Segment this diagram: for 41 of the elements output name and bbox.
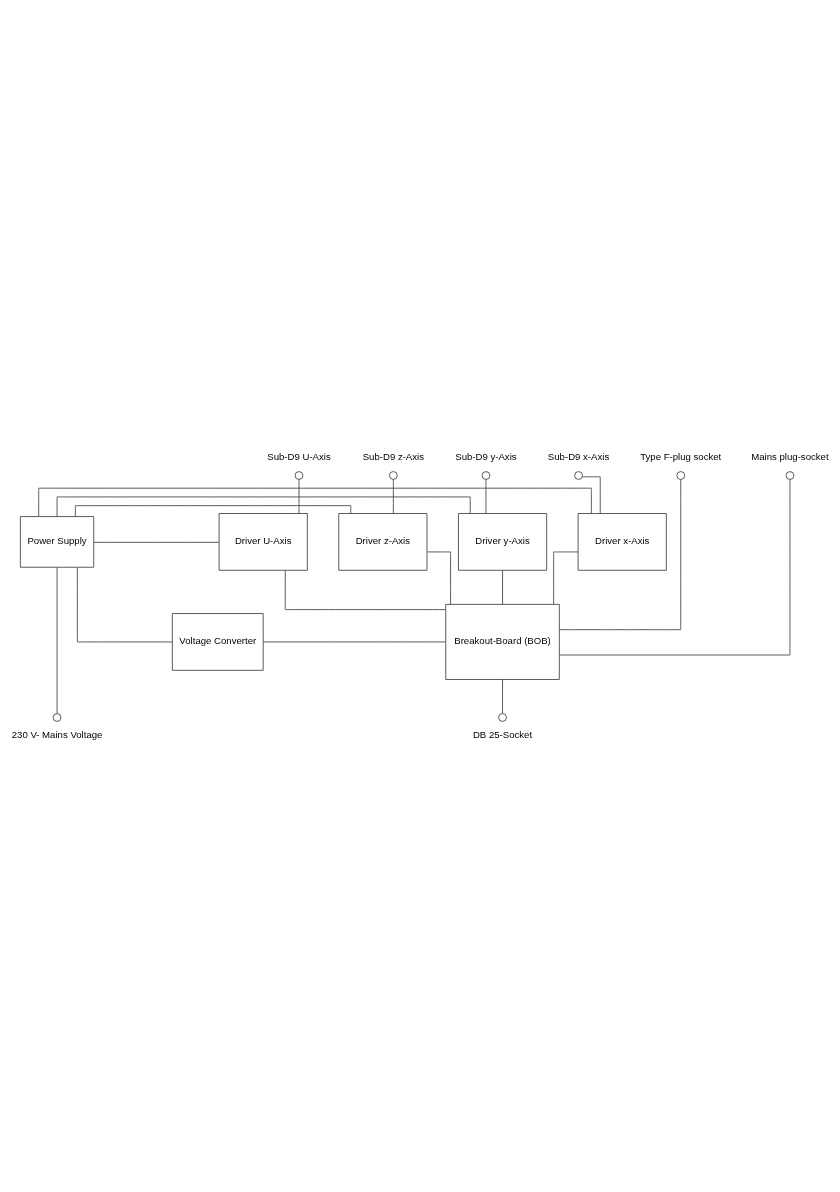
node-circle [52, 712, 62, 722]
connector [38, 487, 592, 517]
node-circle [785, 470, 795, 480]
node-box: Driver z-Axis [338, 512, 428, 571]
connector [74, 504, 352, 517]
connector [426, 551, 451, 605]
connector [553, 551, 579, 605]
node-circle [676, 470, 686, 480]
node-label: Type F-plug socket [640, 450, 722, 462]
connector [262, 641, 447, 642]
node-circle [498, 712, 507, 722]
node-label: 230 V- Mains Voltage [11, 728, 103, 740]
node-box: Driver U-Axis [218, 512, 308, 571]
node-label: Sub-D9 U-Axis [267, 450, 331, 462]
node-box: Driver y-Axis [458, 512, 548, 571]
node-box: Power Supply [19, 515, 95, 568]
node-label: Mains plug-socket [751, 450, 829, 462]
node-label: Sub-D9 y-Axis [455, 450, 517, 462]
connector [581, 475, 601, 514]
connector [559, 478, 791, 655]
node-box: Voltage Converter [171, 612, 264, 671]
node-label: Sub-D9 x-Axis [547, 450, 610, 462]
connector [284, 569, 447, 610]
connector [56, 496, 471, 517]
node-label: DB 25-Socket [472, 728, 533, 740]
connector [76, 566, 173, 642]
node-label: Sub-D9 z-Axis [362, 450, 425, 462]
node-circle [294, 470, 304, 480]
node-circle [389, 470, 398, 480]
node-box: Driver x-Axis [577, 512, 667, 571]
node-box: Breakout-Board (BOB) [445, 603, 560, 680]
connector [485, 478, 487, 514]
connector [56, 566, 58, 714]
node-circle [481, 470, 491, 480]
connector [559, 478, 682, 630]
connector [502, 678, 503, 714]
connector [93, 541, 220, 543]
connector [298, 478, 300, 514]
connector [392, 478, 394, 514]
connector [502, 569, 503, 605]
node-circle [574, 470, 583, 480]
